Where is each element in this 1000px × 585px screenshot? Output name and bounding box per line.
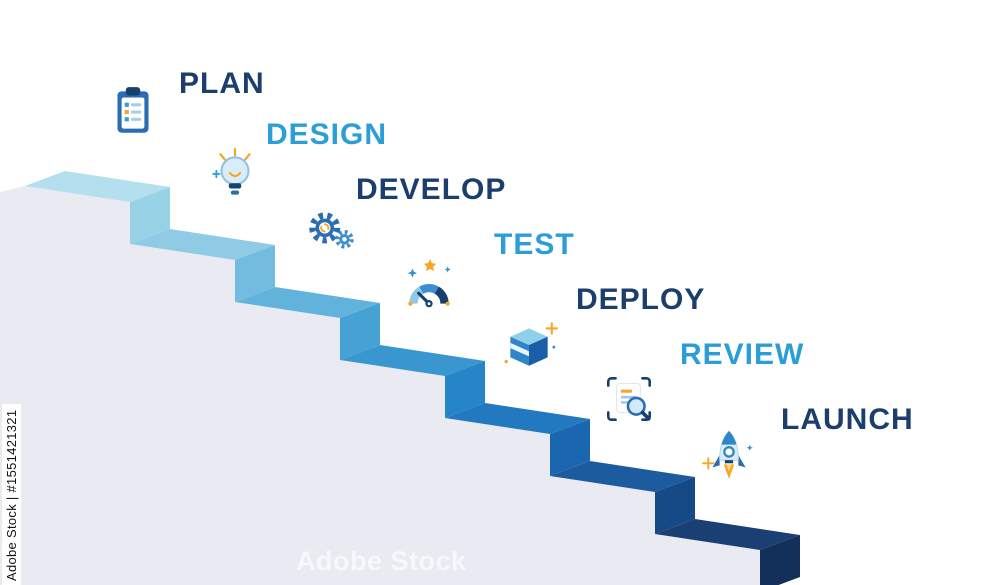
step-1-riser [130, 187, 170, 244]
step-4-riser [445, 361, 485, 418]
step-label-develop: DEVELOP [356, 173, 507, 206]
step-3-tread [235, 287, 380, 318]
step-3-riser [340, 303, 380, 360]
step-2-tread [130, 229, 275, 260]
lightbulb-icon [206, 146, 264, 204]
rocket-icon [700, 426, 758, 484]
adobe-stock-bottom-watermark: Adobe Stock [296, 546, 467, 576]
gauge-rating-icon [400, 256, 458, 314]
step-label-design: DESIGN [266, 118, 388, 151]
package-box-icon [500, 316, 558, 374]
step-5-riser [550, 419, 590, 476]
step-4-tread [340, 345, 485, 376]
clipboard-checklist-icon [104, 82, 162, 140]
step-6-tread [550, 461, 695, 492]
step-7-tread [655, 519, 800, 550]
stair-side-wall [0, 186, 760, 585]
step-label-review: REVIEW [680, 338, 805, 371]
step-6-riser [655, 477, 695, 534]
gears-icon [302, 202, 360, 260]
step-label-plan: PLAN [179, 67, 265, 100]
step-label-deploy: DEPLOY [576, 283, 706, 316]
step-label-test: TEST [494, 228, 575, 261]
step-5-tread [445, 403, 590, 434]
adobe-stock-side-watermark: Adobe Stock | #1551421321 [2, 403, 21, 585]
magnifier-document-icon [600, 370, 658, 428]
step-7-riser [760, 535, 800, 585]
step-1-tread [25, 171, 170, 202]
step-label-launch: LAUNCH [781, 403, 914, 436]
step-2-riser [235, 245, 275, 302]
